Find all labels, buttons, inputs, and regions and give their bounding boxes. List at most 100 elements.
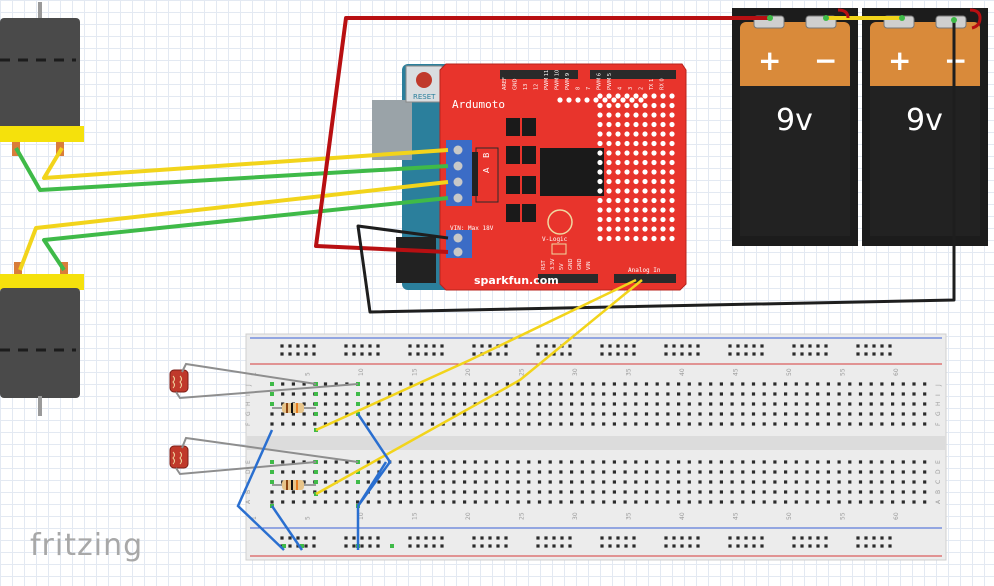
breadboard-hole[interactable] [623, 392, 627, 396]
breadboard-hole[interactable] [805, 412, 809, 416]
breadboard-hole[interactable] [655, 470, 659, 474]
rail-hole[interactable] [488, 344, 492, 348]
breadboard-hole[interactable] [505, 460, 509, 464]
breadboard-hole[interactable] [452, 460, 456, 464]
breadboard-hole[interactable] [805, 392, 809, 396]
rail-hole[interactable] [864, 544, 868, 548]
breadboard-hole[interactable] [420, 422, 424, 426]
breadboard-hole[interactable] [291, 412, 295, 416]
breadboard-hole[interactable] [837, 460, 841, 464]
wire-battery-black[interactable] [356, 20, 956, 314]
rail-hole[interactable] [872, 352, 876, 356]
breadboard-hole[interactable] [869, 392, 873, 396]
breadboard-hole[interactable] [741, 480, 745, 484]
breadboard-hole[interactable] [826, 412, 830, 416]
breadboard-hole[interactable] [869, 480, 873, 484]
breadboard-hole[interactable] [612, 490, 616, 494]
breadboard-hole[interactable] [430, 412, 435, 416]
breadboard-hole[interactable] [634, 470, 638, 474]
breadboard-hole[interactable] [580, 500, 584, 504]
breadboard-hole[interactable] [762, 392, 766, 396]
breadboard-hole[interactable] [677, 460, 681, 464]
breadboard-hole[interactable] [591, 412, 595, 416]
breadboard-hole[interactable] [334, 500, 338, 504]
breadboard-hole[interactable] [634, 392, 638, 396]
breadboard-hole[interactable] [698, 500, 702, 504]
breadboard-hole[interactable] [655, 460, 659, 464]
rail-hole[interactable] [552, 536, 556, 540]
breadboard-hole[interactable] [644, 470, 649, 474]
rail-hole[interactable] [544, 352, 548, 356]
breadboard-hole[interactable] [730, 460, 734, 464]
breadboard-hole[interactable] [430, 490, 435, 494]
rail-hole[interactable] [352, 536, 356, 540]
breadboard-hole[interactable] [484, 422, 488, 426]
resistor-1[interactable] [272, 403, 316, 413]
breadboard-hole[interactable] [452, 500, 456, 504]
breadboard-hole[interactable] [826, 422, 830, 426]
breadboard-hole[interactable] [623, 500, 627, 504]
breadboard-hole[interactable] [848, 402, 852, 406]
rail-hole[interactable] [600, 536, 604, 540]
breadboard-hole[interactable] [388, 422, 392, 426]
breadboard-hole[interactable] [826, 500, 830, 504]
breadboard-hole[interactable] [505, 490, 509, 494]
rail-hole[interactable] [376, 544, 380, 548]
breadboard-hole[interactable] [784, 500, 788, 504]
rail-hole[interactable] [696, 536, 700, 540]
rail-hole[interactable] [552, 544, 556, 548]
rail-hole[interactable] [696, 344, 700, 348]
breadboard-hole[interactable] [848, 490, 852, 494]
breadboard-hole[interactable] [623, 470, 627, 474]
rail-hole[interactable] [728, 536, 732, 540]
breadboard-hole[interactable] [548, 490, 552, 494]
breadboard-hole[interactable] [452, 392, 456, 396]
breadboard-hole[interactable] [463, 480, 467, 484]
rail-hole[interactable] [632, 344, 636, 348]
breadboard-hole[interactable] [869, 490, 873, 494]
breadboard-hole[interactable] [709, 412, 713, 416]
breadboard-hole[interactable] [270, 500, 274, 504]
breadboard-hole[interactable] [730, 490, 734, 494]
breadboard-hole[interactable] [527, 460, 531, 464]
breadboard-hole[interactable] [773, 470, 777, 474]
breadboard-hole[interactable] [537, 382, 542, 386]
breadboard-hole[interactable] [644, 422, 649, 426]
breadboard-hole[interactable] [612, 470, 616, 474]
breadboard-hole[interactable] [784, 392, 788, 396]
breadboard-hole[interactable] [751, 490, 756, 494]
rail-hole[interactable] [608, 344, 612, 348]
breadboard-hole[interactable] [409, 470, 413, 474]
breadboard-hole[interactable] [623, 402, 627, 406]
breadboard-hole[interactable] [880, 412, 884, 416]
breadboard-hole[interactable] [570, 460, 574, 464]
rail-hole[interactable] [408, 352, 412, 356]
breadboard-hole[interactable] [291, 500, 295, 504]
rail-hole[interactable] [800, 536, 804, 540]
breadboard-hole[interactable] [719, 470, 723, 474]
breadboard-hole[interactable] [719, 500, 723, 504]
breadboard-hole[interactable] [923, 402, 927, 406]
breadboard-hole[interactable] [548, 392, 552, 396]
breadboard-hole[interactable] [891, 490, 895, 494]
breadboard-hole[interactable] [398, 412, 402, 416]
rail-hole[interactable] [304, 536, 308, 540]
rail-hole[interactable] [360, 344, 364, 348]
breadboard-hole[interactable] [409, 392, 413, 396]
breadboard-hole[interactable] [773, 460, 777, 464]
rail-hole[interactable] [432, 344, 436, 348]
breadboard-hole[interactable] [741, 470, 745, 474]
breadboard-hole[interactable] [270, 412, 274, 416]
rail-hole[interactable] [672, 352, 676, 356]
breadboard-hole[interactable] [495, 480, 499, 484]
breadboard-hole[interactable] [334, 412, 338, 416]
rail-hole[interactable] [480, 544, 484, 548]
rail-hole[interactable] [744, 536, 748, 540]
rail-hole[interactable] [696, 544, 700, 548]
breadboard-hole[interactable] [634, 402, 638, 406]
breadboard-hole[interactable] [516, 422, 520, 426]
breadboard-hole[interactable] [687, 392, 691, 396]
breadboard-hole[interactable] [858, 422, 863, 426]
breadboard-hole[interactable] [473, 460, 477, 464]
rail-hole[interactable] [600, 352, 604, 356]
